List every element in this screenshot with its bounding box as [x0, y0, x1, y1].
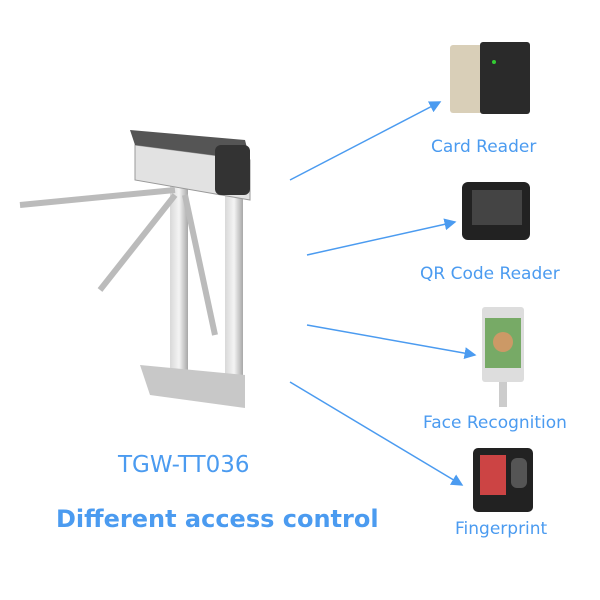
label-card-reader: Card Reader — [431, 137, 537, 157]
tagline: Different access control — [56, 505, 379, 533]
arrows — [289, 101, 477, 486]
label-fingerprint: Fingerprint — [455, 519, 548, 539]
label-qr-code-reader: QR Code Reader — [420, 264, 560, 284]
face-recognition-image — [482, 307, 524, 407]
fingerprint-reader-image — [473, 448, 533, 512]
turnstile-image — [19, 130, 251, 408]
model-name: TGW-TT036 — [118, 452, 250, 478]
qr-code-reader-image — [462, 182, 530, 240]
label-face-recognition: Face Recognition — [423, 413, 567, 433]
card-reader-image — [450, 42, 530, 114]
